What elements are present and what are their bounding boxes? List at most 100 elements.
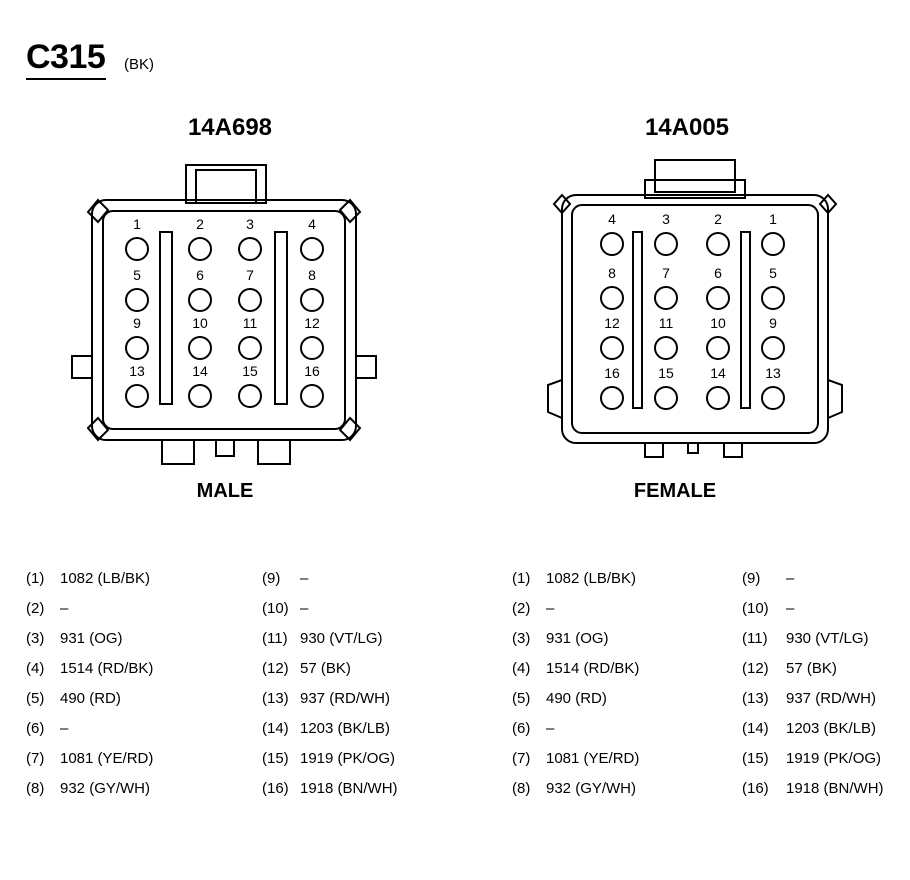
- male-pin-2: [188, 237, 212, 261]
- male-pin-number: 14: [192, 363, 208, 379]
- wire-circuit: –: [300, 600, 309, 617]
- female-pin-number: 10: [710, 315, 726, 331]
- male-side-notch: [71, 355, 92, 379]
- wire-circuit: 1918 (BN/WH): [786, 780, 884, 797]
- pin-number: (12): [262, 660, 289, 677]
- pin-number: (11): [742, 630, 768, 647]
- pin-number: (9): [262, 570, 281, 587]
- wire-circuit: –: [300, 570, 309, 587]
- female-divider-bar: [740, 231, 751, 409]
- male-pin-number: 11: [243, 315, 258, 331]
- male-part-number: 14A698: [187, 114, 273, 141]
- female-pin-number: 2: [714, 211, 722, 227]
- female-pin-number: 15: [658, 365, 674, 381]
- pin-number: (13): [262, 690, 289, 707]
- female-pin-14: [706, 386, 730, 410]
- female-pin-number: 16: [604, 365, 620, 381]
- wire-circuit: –: [60, 720, 69, 737]
- male-pin-number: 10: [192, 315, 208, 331]
- male-pin-5: [125, 288, 149, 312]
- male-side-notch: [356, 355, 377, 379]
- wire-circuit: 490 (RD): [546, 690, 607, 707]
- pin-number: (6): [512, 720, 531, 737]
- male-pin-3: [238, 237, 262, 261]
- wire-circuit: 1514 (RD/BK): [60, 660, 154, 677]
- wire-circuit: 932 (GY/WH): [60, 780, 151, 797]
- male-divider-bar: [159, 231, 173, 405]
- male-pin-number: 7: [246, 267, 254, 283]
- male-corner-tab: [86, 416, 110, 442]
- male-corner-tab: [86, 198, 110, 224]
- male-pin-14: [188, 384, 212, 408]
- wire-circuit: 1203 (BK/LB): [300, 720, 391, 737]
- pin-number: (4): [512, 660, 531, 677]
- male-housing-inner: [102, 210, 346, 430]
- pin-number: (9): [742, 570, 761, 587]
- wire-circuit: 1203 (BK/LB): [786, 720, 877, 737]
- male-pin-number: 4: [308, 216, 316, 232]
- female-pin-number: 6: [714, 265, 722, 281]
- male-pin-7: [238, 288, 262, 312]
- pin-number: (5): [26, 690, 45, 707]
- female-pin-2: [706, 232, 730, 256]
- female-pin-12: [600, 336, 624, 360]
- female-housing-outer: [561, 194, 829, 444]
- wire-circuit: 57 (BK): [786, 660, 837, 677]
- male-corner-tab: [338, 198, 362, 224]
- wire-circuit: –: [546, 720, 555, 737]
- male-pin-number: 16: [304, 363, 320, 379]
- pin-number: (16): [742, 780, 769, 797]
- male-pin-9: [125, 336, 149, 360]
- female-pin-number: 7: [662, 265, 670, 281]
- female-pin-number: 13: [765, 365, 781, 381]
- pin-number: (11): [262, 630, 288, 647]
- wire-circuit: 1918 (BN/WH): [300, 780, 398, 797]
- wire-circuit: 1919 (PK/OG): [786, 750, 882, 767]
- wire-circuit: 930 (VT/LG): [300, 630, 383, 647]
- wire-circuit: 1081 (YE/RD): [60, 750, 154, 767]
- male-pin-number: 6: [196, 267, 204, 283]
- female-pin-number: 14: [710, 365, 726, 381]
- male-pin-16: [300, 384, 324, 408]
- female-pin-16: [600, 386, 624, 410]
- female-pin-15: [654, 386, 678, 410]
- male-pin-15: [238, 384, 262, 408]
- pin-number: (15): [742, 750, 769, 767]
- pin-number: (15): [262, 750, 289, 767]
- female-pin-9: [761, 336, 785, 360]
- male-pin-number: 8: [308, 267, 316, 283]
- male-pin-6: [188, 288, 212, 312]
- female-pin-11: [654, 336, 678, 360]
- pin-number: (4): [26, 660, 45, 677]
- male-corner-tab: [338, 416, 362, 442]
- female-corner-tab: [818, 193, 838, 215]
- wire-circuit: –: [786, 570, 795, 587]
- female-bottom-tab: [687, 442, 699, 454]
- female-bottom-tab: [644, 442, 664, 458]
- male-pin-12: [300, 336, 324, 360]
- female-pin-13: [761, 386, 785, 410]
- pin-number: (10): [742, 600, 769, 617]
- wire-circuit: 930 (VT/LG): [786, 630, 869, 647]
- pin-number: (8): [512, 780, 531, 797]
- male-label: MALE: [196, 480, 254, 502]
- male-pin-4: [300, 237, 324, 261]
- male-pin-8: [300, 288, 324, 312]
- pin-number: (14): [742, 720, 769, 737]
- female-latch-base: [644, 179, 746, 199]
- pin-number: (14): [262, 720, 289, 737]
- female-pin-number: 9: [769, 315, 777, 331]
- female-pin-number: 11: [659, 315, 674, 331]
- female-pin-number: 3: [662, 211, 670, 227]
- wire-circuit: 931 (OG): [546, 630, 609, 647]
- male-pin-number: 1: [133, 216, 141, 232]
- wire-circuit: 490 (RD): [60, 690, 121, 707]
- pin-number: (2): [26, 600, 45, 617]
- male-pin-number: 13: [129, 363, 145, 379]
- pin-number: (12): [742, 660, 769, 677]
- wire-circuit: 1082 (LB/BK): [546, 570, 637, 587]
- title-underline: [26, 78, 106, 80]
- connector-id: C315: [26, 38, 106, 76]
- wire-circuit: 931 (OG): [60, 630, 123, 647]
- female-pin-3: [654, 232, 678, 256]
